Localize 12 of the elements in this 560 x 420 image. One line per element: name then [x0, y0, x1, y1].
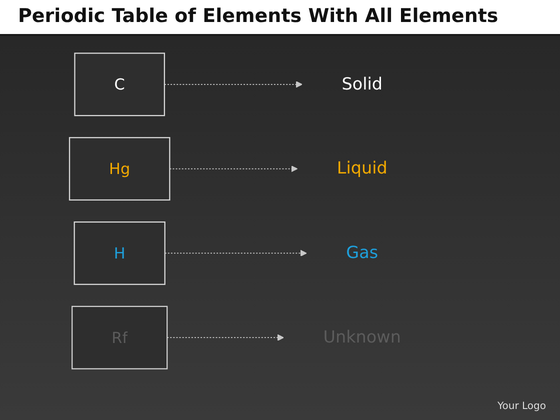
element-box: H [74, 221, 166, 285]
state-label: Gas [346, 244, 378, 263]
footer-text: Your Logo [497, 401, 546, 412]
title: Periodic Table of Elements With All Elements [18, 5, 498, 27]
element-box: Hg [68, 137, 170, 201]
dotted-arrow [166, 334, 284, 341]
dotted-arrow [169, 165, 298, 172]
element-box: C [74, 52, 166, 116]
dotted-arrow [164, 250, 307, 257]
state-label: Solid [342, 74, 382, 94]
dotted-arrow [164, 81, 302, 88]
state-label: Liquid [336, 159, 388, 178]
